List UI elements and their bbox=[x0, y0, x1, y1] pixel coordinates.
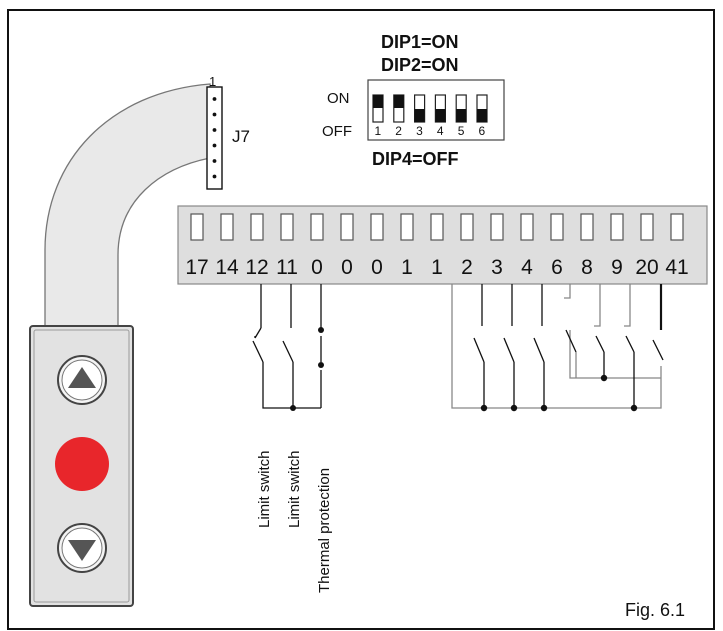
pendant-cable bbox=[44, 83, 211, 328]
dip-switch-6[interactable] bbox=[476, 94, 488, 123]
dip-switch-2[interactable] bbox=[393, 94, 405, 123]
terminal-slot bbox=[640, 213, 654, 241]
j7-pin bbox=[212, 159, 217, 163]
figure-frame bbox=[7, 9, 715, 630]
dip-switch-4[interactable] bbox=[434, 94, 446, 123]
bus-dot-2 bbox=[480, 404, 488, 412]
bus-dot-3 bbox=[510, 404, 518, 412]
terminal-label: 0 bbox=[311, 256, 323, 279]
terminal-label: 17 bbox=[185, 256, 208, 279]
dip-switch-3[interactable] bbox=[414, 94, 426, 123]
terminal-label: 8 bbox=[581, 256, 593, 279]
dip-switch-number: 6 bbox=[479, 124, 486, 138]
terminal-label: 0 bbox=[341, 256, 353, 279]
j7-connector: 1 J7 bbox=[206, 74, 250, 190]
thermal-dot-top bbox=[318, 327, 324, 333]
down-button[interactable] bbox=[57, 523, 107, 573]
terminal-label: 2 bbox=[461, 256, 473, 279]
dip-on-label: ON bbox=[327, 90, 350, 107]
terminal-label: 20 bbox=[635, 256, 658, 279]
terminal-label: 1 bbox=[401, 256, 413, 279]
dip-switch-number: 3 bbox=[416, 124, 423, 138]
terminal-slot bbox=[520, 213, 534, 241]
terminal-slot bbox=[460, 213, 474, 241]
terminal-slot bbox=[670, 213, 684, 241]
dip-off-label: OFF bbox=[322, 123, 352, 140]
down-arrow-icon bbox=[68, 540, 96, 561]
terminal-slot bbox=[550, 213, 564, 241]
terminal-slot bbox=[280, 213, 294, 241]
j7-pin bbox=[212, 174, 217, 179]
dip-switch-number: 1 bbox=[375, 124, 382, 138]
pendant-controller bbox=[29, 325, 134, 607]
terminal-label: 0 bbox=[371, 256, 383, 279]
terminal-label: 4 bbox=[521, 256, 533, 279]
dip-switch-number: 2 bbox=[395, 124, 402, 138]
dip-switch-number: 4 bbox=[437, 124, 444, 138]
terminal-slot bbox=[610, 213, 624, 241]
terminal-slot bbox=[490, 213, 504, 241]
terminal-label: 3 bbox=[491, 256, 503, 279]
terminal-label: 9 bbox=[611, 256, 623, 279]
terminal-slot bbox=[580, 213, 594, 241]
j7-pin1-label: 1 bbox=[209, 74, 216, 89]
terminal-label: 6 bbox=[551, 256, 563, 279]
bus-dot-9 bbox=[630, 404, 638, 412]
terminal-label: 14 bbox=[215, 256, 239, 279]
bus-dot-8 bbox=[600, 374, 608, 382]
right-wiring bbox=[451, 284, 664, 409]
left-wiring bbox=[252, 284, 322, 409]
terminal-label: 1 bbox=[431, 256, 443, 279]
wiring-label-limit-switch-1: Limit switch bbox=[256, 450, 273, 528]
terminal-slot bbox=[370, 213, 384, 241]
j7-pin bbox=[212, 97, 217, 101]
terminal-slot bbox=[310, 213, 324, 241]
terminal-slot bbox=[220, 213, 234, 241]
terminal-label: 11 bbox=[276, 256, 298, 279]
j7-pin bbox=[212, 128, 217, 132]
terminal-slot bbox=[250, 213, 264, 241]
terminal-label: 41 bbox=[665, 256, 688, 279]
up-button[interactable] bbox=[57, 355, 107, 405]
j7-pin bbox=[212, 143, 217, 148]
j7-pin bbox=[212, 112, 217, 117]
limit-bus-dot bbox=[290, 405, 296, 411]
terminal-slot bbox=[400, 213, 414, 241]
dip-bottom-label: DIP4=OFF bbox=[372, 149, 459, 169]
terminal-slot bbox=[190, 213, 204, 241]
terminal-label: 12 bbox=[245, 256, 268, 279]
terminal-slot bbox=[430, 213, 444, 241]
dip-switch-number: 5 bbox=[458, 124, 465, 138]
stop-button[interactable] bbox=[55, 437, 109, 491]
dip-title-line2: DIP2=ON bbox=[381, 55, 459, 75]
thermal-dot-bottom bbox=[318, 362, 324, 368]
wiring-label-thermal-protection: Thermal protection bbox=[316, 468, 333, 593]
terminal-slot bbox=[340, 213, 354, 241]
j7-label: J7 bbox=[232, 127, 250, 146]
dip-title-line1: DIP1=ON bbox=[381, 32, 459, 52]
figure-label: Fig. 6.1 bbox=[625, 600, 685, 620]
dip-switch-5[interactable] bbox=[455, 94, 467, 123]
up-arrow-icon bbox=[68, 367, 96, 388]
bus-dot-4 bbox=[540, 404, 548, 412]
dip-switch-1[interactable] bbox=[372, 94, 384, 123]
wiring-label-limit-switch-2: Limit switch bbox=[286, 450, 303, 528]
